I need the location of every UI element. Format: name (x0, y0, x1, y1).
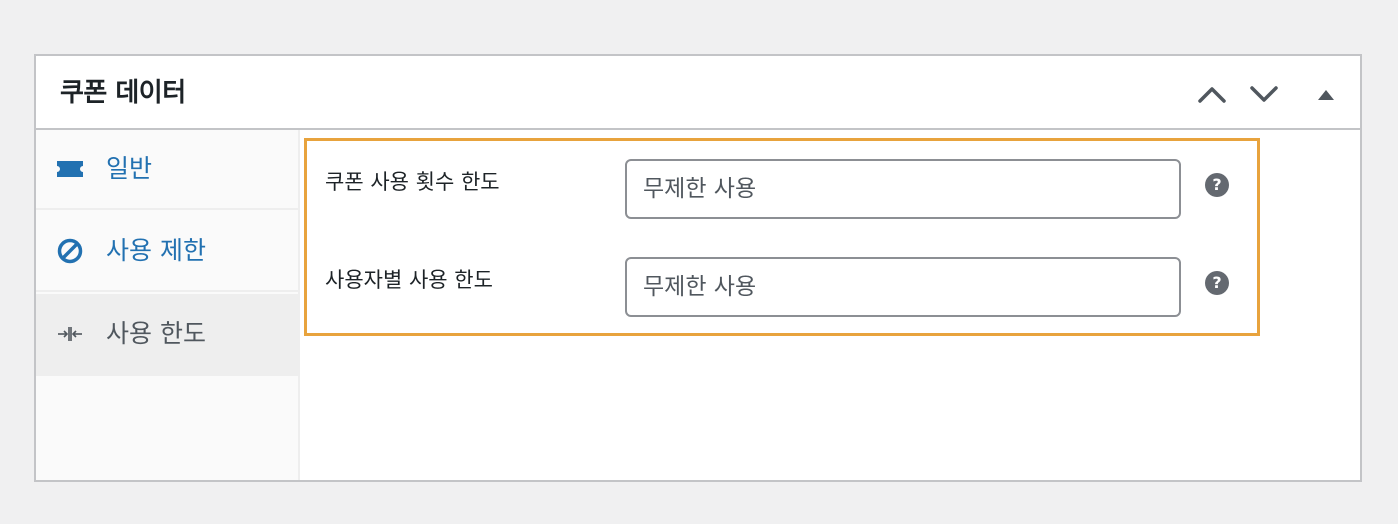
postbox-header: 쿠폰 데이터 (36, 56, 1360, 130)
tab-general[interactable]: 일반 (36, 130, 298, 210)
tab-usage-restriction-label: 사용 제한 (106, 236, 206, 265)
usage-limit-per-user-input[interactable] (625, 257, 1181, 317)
usage-limit-per-coupon-row: 쿠폰 사용 횟수 한도 ? (307, 149, 1257, 239)
tab-general-label: 일반 (106, 154, 153, 183)
collapse-arrows-icon (56, 320, 84, 348)
help-icon[interactable]: ? (1205, 271, 1229, 295)
tab-usage-limits-label: 사용 한도 (106, 319, 206, 348)
toggle-panel-button[interactable] (1306, 74, 1346, 114)
usage-limit-per-user-label: 사용자별 사용 한도 (325, 268, 493, 292)
coupon-data-postbox: 쿠폰 데이터 일반 (34, 54, 1362, 482)
panel-wrap: 일반 사용 제한 (36, 130, 1360, 480)
move-down-button[interactable] (1244, 74, 1284, 114)
usage-limit-per-user-row: 사용자별 사용 한도 ? (307, 247, 1257, 337)
ticket-icon (56, 155, 84, 183)
usage-limits-fields: 쿠폰 사용 횟수 한도 ? 사용자별 사용 한도 ? (304, 138, 1260, 336)
postbox-title: 쿠폰 데이터 (60, 78, 186, 108)
triangle-up-icon (1318, 90, 1334, 100)
tab-usage-restriction[interactable]: 사용 제한 (36, 212, 298, 292)
coupon-data-tabs: 일반 사용 제한 (36, 130, 300, 480)
chevron-up-icon (1198, 87, 1226, 103)
tab-usage-limits[interactable]: 사용 한도 (36, 294, 298, 376)
block-icon (56, 237, 84, 265)
move-up-button[interactable] (1192, 74, 1232, 114)
chevron-down-icon (1250, 86, 1278, 102)
help-icon[interactable]: ? (1205, 173, 1229, 197)
usage-limit-per-coupon-input[interactable] (625, 159, 1181, 219)
usage-limit-per-coupon-label: 쿠폰 사용 횟수 한도 (325, 170, 500, 194)
